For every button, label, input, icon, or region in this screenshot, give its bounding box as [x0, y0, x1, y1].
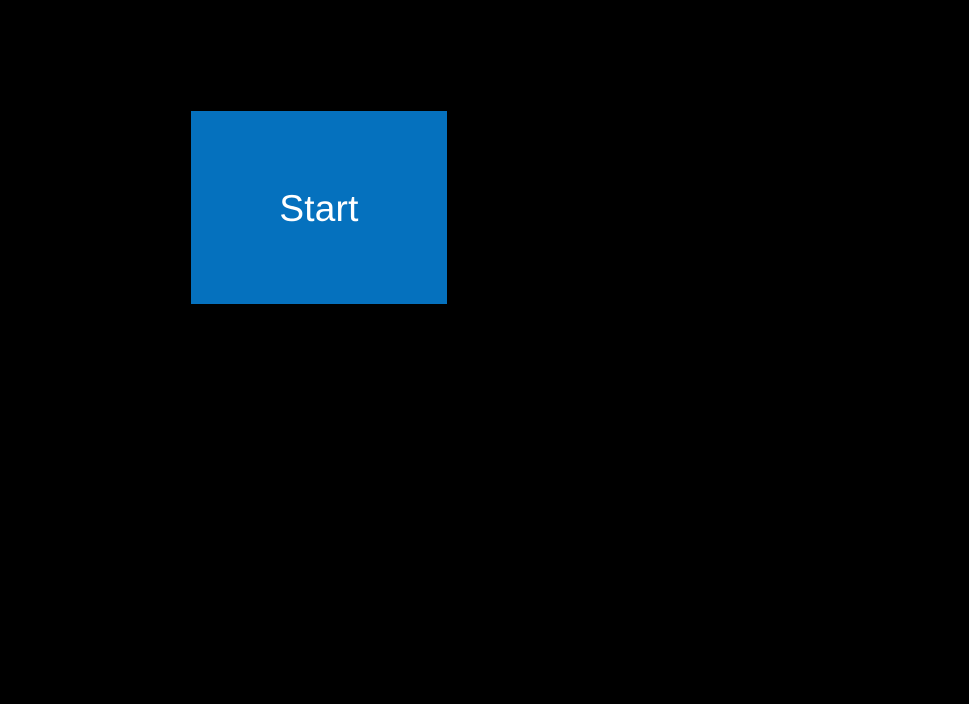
- start-button-label: Start: [279, 188, 359, 229]
- start-button[interactable]: Start: [191, 111, 447, 304]
